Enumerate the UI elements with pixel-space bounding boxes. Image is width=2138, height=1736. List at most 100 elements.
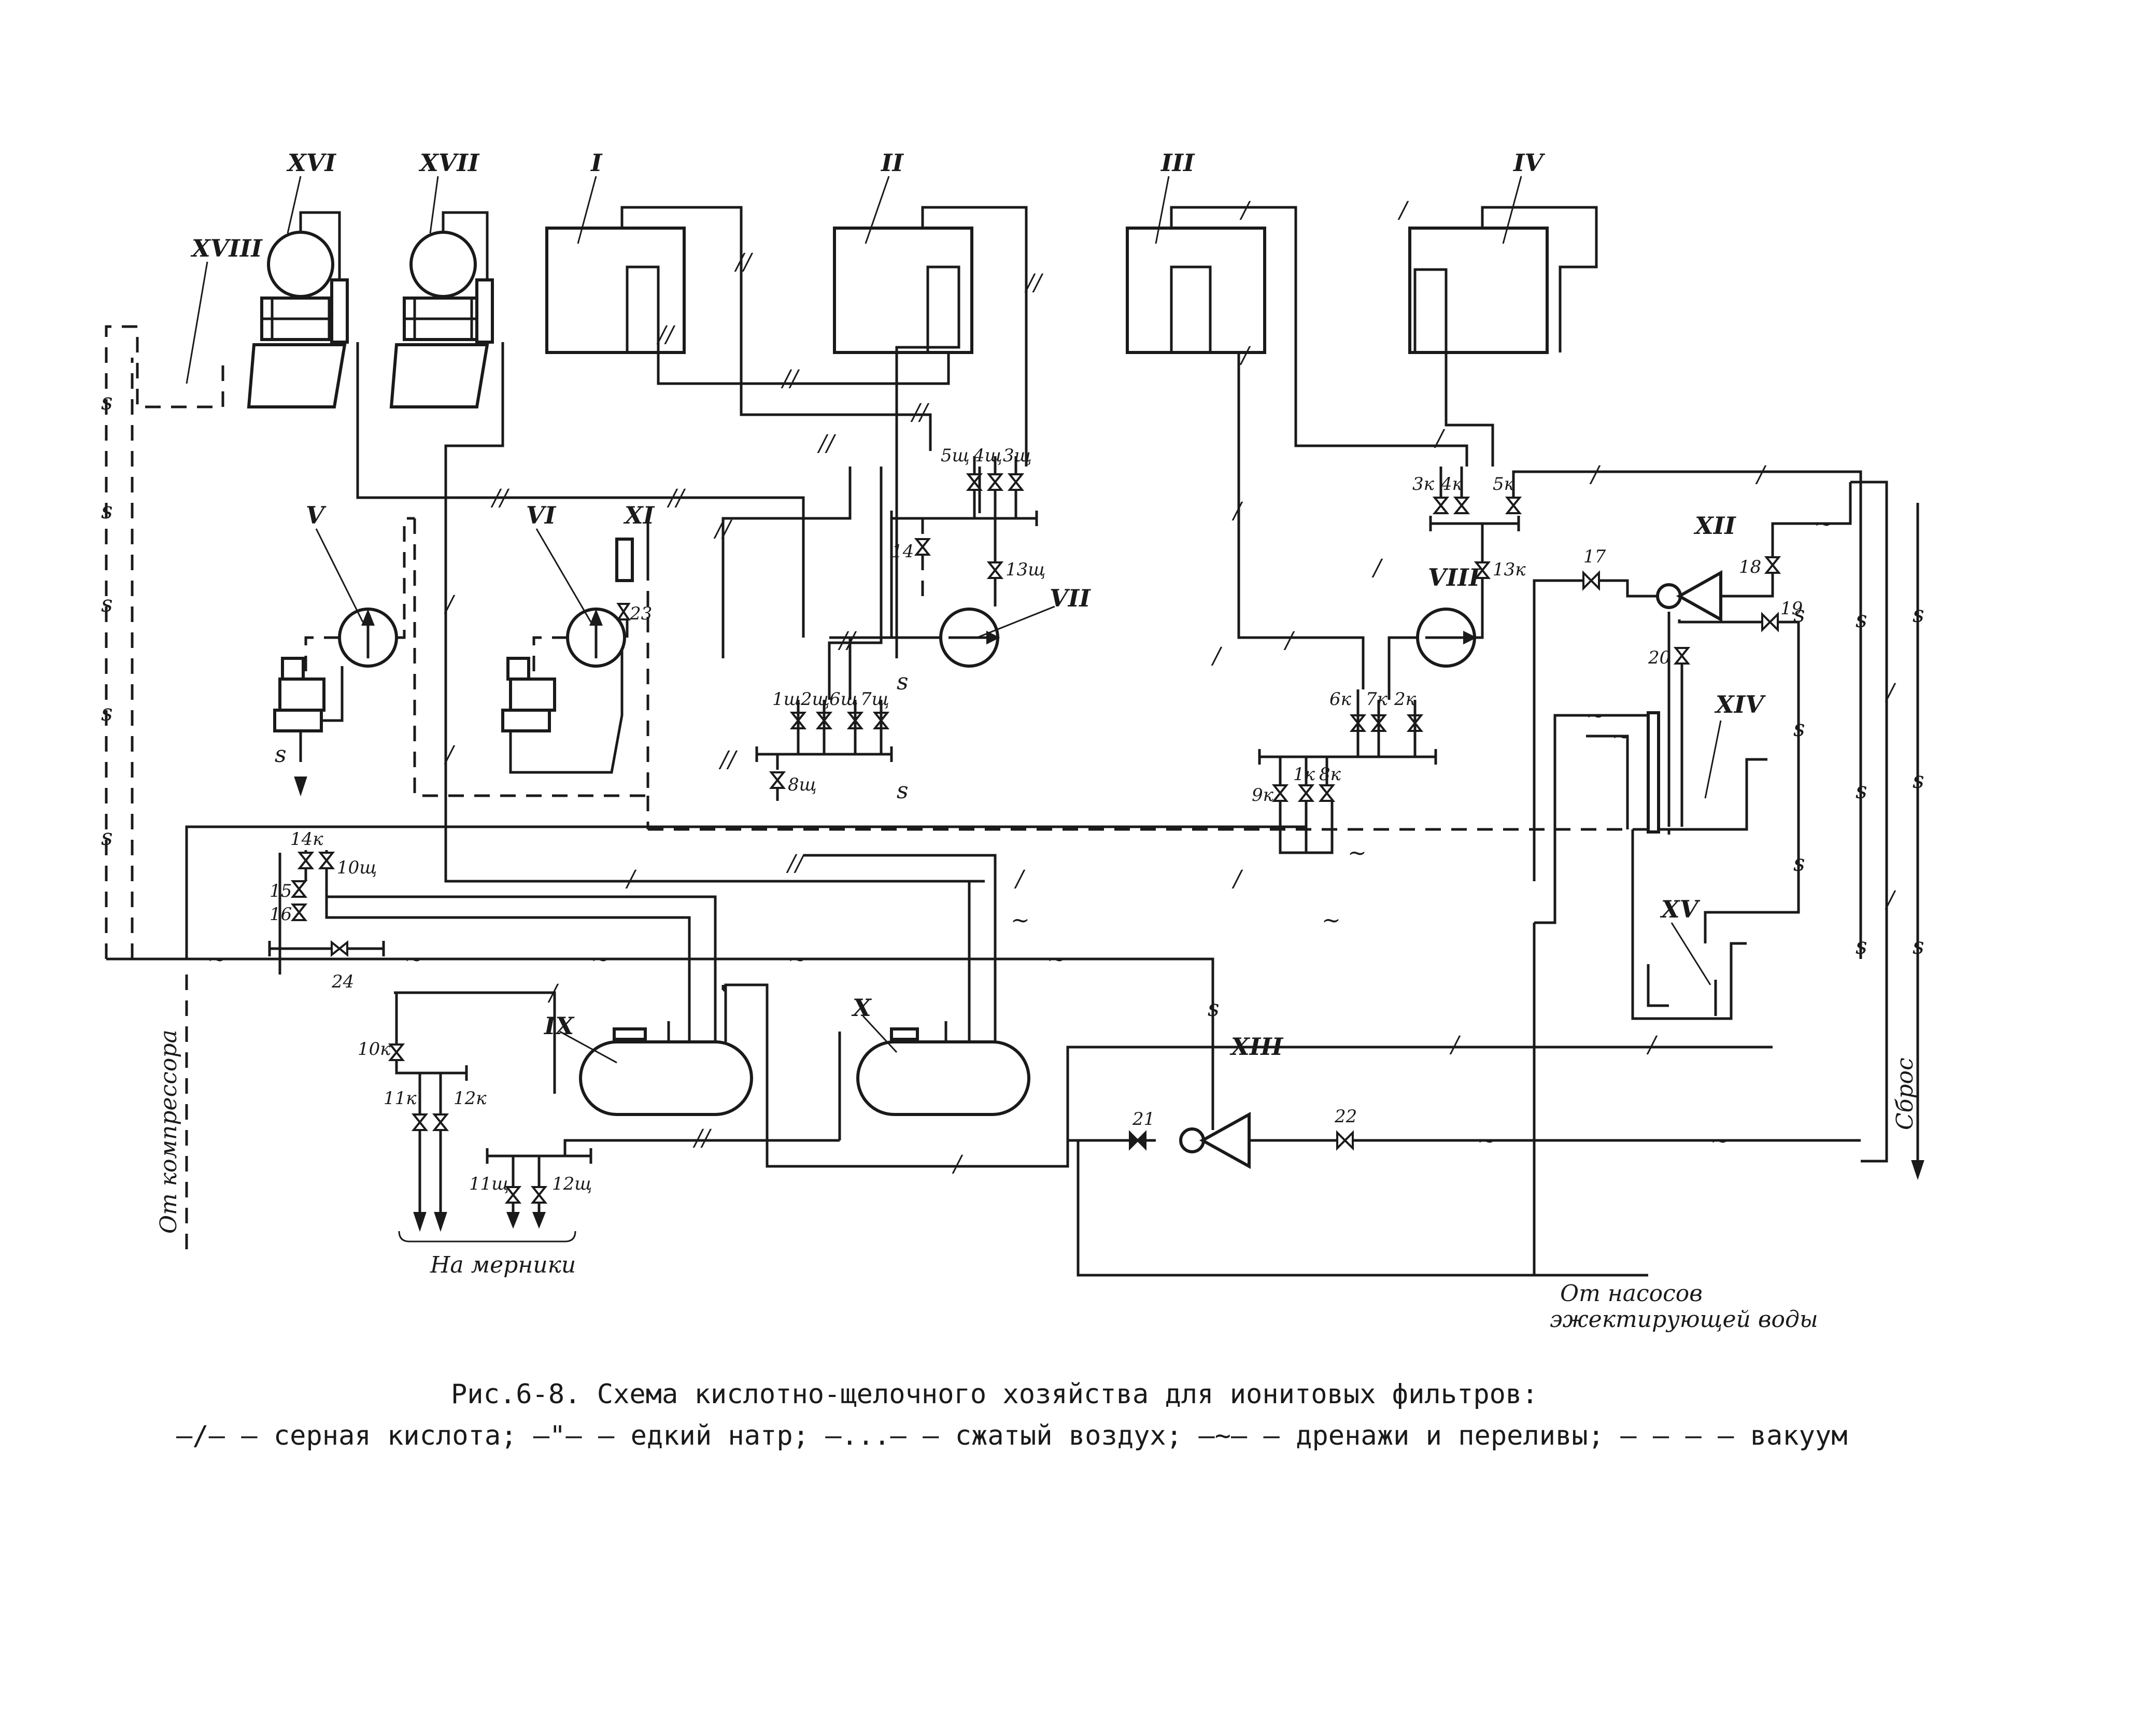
figure-caption: Рис.6-8. Схема кислотно-щелочного хозяйс…: [451, 1379, 1538, 1410]
label-6sh: 6щ: [829, 689, 858, 710]
label-from-pumps-1: От насосов: [1560, 1280, 1703, 1307]
svg-text:/: /: [1449, 1032, 1461, 1058]
svg-text:s: s: [101, 700, 113, 726]
svg-text:s: s: [275, 741, 287, 768]
svg-text://: //: [718, 746, 738, 773]
valve-4k[interactable]: [1453, 497, 1470, 514]
ejector-xiii: [1199, 1111, 1251, 1169]
valve-19[interactable]: [1761, 612, 1779, 632]
svg-text://: //: [692, 1125, 712, 1151]
svg-text:s: s: [1913, 767, 1924, 794]
svg-text:/: /: [1211, 643, 1223, 669]
valve-13sh[interactable]: [986, 561, 1004, 579]
valve-9k[interactable]: [1271, 784, 1289, 802]
valve-14[interactable]: [914, 538, 931, 556]
label-4k: 4к: [1440, 474, 1463, 495]
svg-text:/: /: [1014, 866, 1026, 892]
svg-text:/: /: [444, 591, 456, 617]
label-from-compressor: От компрессора: [155, 1029, 182, 1234]
label-to-measures: На мерники: [430, 1252, 576, 1278]
valve-10sh[interactable]: [318, 852, 335, 869]
label-5sh: 5щ: [941, 445, 970, 466]
svg-text:~: ~: [1586, 702, 1605, 729]
valve-11sh[interactable]: [504, 1186, 522, 1204]
label-6k: 6к: [1329, 689, 1352, 710]
svg-text://: //: [838, 627, 857, 654]
svg-text://: //: [656, 321, 676, 348]
label-9k: 9к: [1252, 785, 1274, 806]
valve-17[interactable]: [1582, 570, 1600, 591]
label-22: 22: [1334, 1106, 1357, 1127]
label-21: 21: [1132, 1109, 1155, 1130]
valve-24[interactable]: [331, 940, 348, 957]
svg-text://: //: [490, 485, 510, 511]
svg-text:~: ~: [591, 946, 610, 972]
label-20: 20: [1648, 647, 1670, 668]
tank-iv: [1408, 227, 1549, 354]
label-4sh: 4щ: [973, 445, 1002, 466]
label-v: V: [306, 501, 327, 529]
tank-ix: [579, 1040, 753, 1116]
svg-text:s: s: [101, 389, 113, 415]
label-vii: VII: [1050, 584, 1091, 612]
svg-text:~: ~: [1322, 907, 1341, 934]
valve-8sh[interactable]: [769, 771, 786, 789]
svg-text:s: s: [1856, 606, 1867, 633]
label-24: 24: [331, 971, 354, 992]
valve-16[interactable]: [290, 904, 308, 921]
label-xii: XII: [1693, 512, 1736, 540]
valve-11k[interactable]: [411, 1113, 429, 1131]
valve-18[interactable]: [1764, 556, 1781, 574]
valve-12k[interactable]: [432, 1113, 449, 1131]
label-xvii: XVII: [418, 149, 480, 177]
label-3k: 3к: [1412, 474, 1435, 495]
label-xiii: XIII: [1229, 1033, 1284, 1061]
tank-xvi: [247, 231, 349, 408]
label-ix: IX: [543, 1012, 575, 1040]
valve-5k[interactable]: [1505, 497, 1522, 514]
label-3sh: 3щ: [1003, 445, 1032, 466]
svg-text:~: ~: [207, 946, 226, 972]
label-viii: VIII: [1428, 563, 1481, 591]
svg-text://: //: [786, 850, 805, 877]
label-5k: 5к: [1493, 474, 1515, 495]
svg-text:/: /: [1239, 197, 1251, 223]
svg-text:s: s: [101, 498, 113, 524]
valve-4sh[interactable]: [986, 473, 1004, 491]
valve-13k[interactable]: [1474, 561, 1491, 579]
label-2sh: 2щ: [800, 689, 830, 710]
valve-5sh[interactable]: [966, 473, 983, 491]
svg-text:~: ~: [1814, 511, 1833, 537]
label-12k: 12к: [454, 1088, 487, 1109]
valve-10k[interactable]: [388, 1043, 405, 1061]
tank-x: [856, 1040, 1030, 1116]
svg-text:s: s: [1793, 715, 1805, 742]
svg-text:s: s: [897, 778, 909, 804]
valve-1k[interactable]: [1297, 784, 1315, 802]
svg-text://: //: [667, 485, 686, 511]
valve-23[interactable]: [616, 603, 631, 620]
svg-text:~: ~: [1612, 723, 1631, 750]
svg-text:/: /: [1646, 1032, 1658, 1058]
label-from-pumps-2: эжектирующей воды: [1550, 1306, 1818, 1333]
svg-text://: //: [910, 399, 930, 426]
label-12sh: 12щ: [552, 1174, 592, 1194]
valve-22[interactable]: [1336, 1130, 1354, 1151]
valve-8k[interactable]: [1318, 784, 1336, 802]
svg-text://: //: [817, 430, 837, 457]
valve-20[interactable]: [1673, 647, 1691, 665]
svg-text:/: /: [1434, 425, 1446, 451]
valve-15[interactable]: [290, 880, 308, 898]
svg-text://: //: [713, 516, 733, 542]
valve-14k[interactable]: [297, 852, 315, 869]
valve-3k[interactable]: [1432, 497, 1450, 514]
label-7k: 7к: [1366, 689, 1388, 710]
tank-i: [545, 227, 686, 354]
ejector-xii: [1676, 570, 1722, 623]
valve-group-alkali-distribution: [755, 700, 893, 789]
tank-iii: [1126, 227, 1266, 354]
valve-3sh[interactable]: [1007, 473, 1025, 491]
valve-12sh[interactable]: [530, 1186, 548, 1204]
svg-text:/: /: [1239, 342, 1251, 369]
